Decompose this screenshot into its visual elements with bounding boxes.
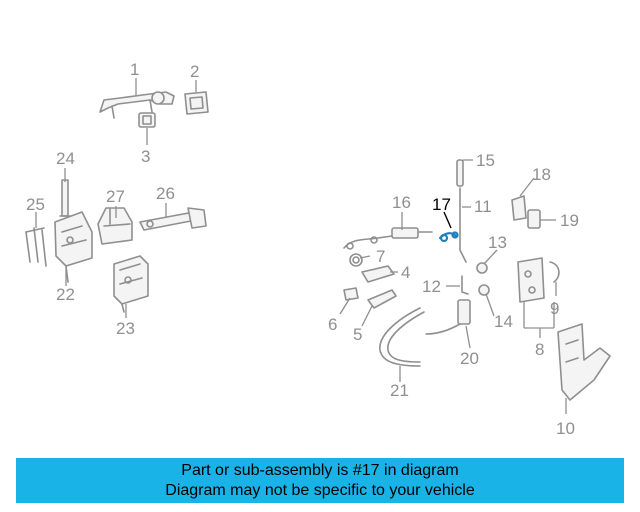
- part-17-highlighted: [438, 231, 459, 243]
- callout-26: 26: [156, 184, 175, 203]
- banner-line-1: Part or sub-assembly is #17 in diagram: [181, 462, 459, 479]
- part-2-bezel: [184, 91, 209, 115]
- part-13-grommet: [476, 262, 488, 274]
- part-9-hook: [549, 261, 560, 283]
- callout-9: 9: [550, 299, 559, 318]
- parts-diagram: 1 2 3 4 5 6 7 8 9 10 11 12 13 14 15 16 1…: [25, 60, 611, 438]
- part-4-cover: [361, 265, 395, 283]
- banner-line-2: Diagram may not be specific to your vehi…: [165, 482, 475, 499]
- callout-20: 20: [460, 349, 479, 368]
- callout-27: 27: [106, 187, 125, 206]
- callout-1: 1: [130, 60, 139, 79]
- part-5-handle: [367, 289, 397, 309]
- callout-5: 5: [353, 325, 362, 344]
- part-23-hinge-block: [113, 255, 149, 313]
- leader-lines: [35, 78, 567, 414]
- callout-23: 23: [116, 319, 135, 338]
- part-6-clip: [343, 287, 359, 301]
- part-7-spring: [349, 253, 363, 267]
- part-1-outside-handle: [99, 91, 175, 119]
- callout-4: 4: [401, 263, 410, 282]
- part-10-panel: [557, 323, 611, 401]
- callout-2: 2: [190, 62, 199, 81]
- callout-14: 14: [494, 312, 513, 331]
- callout-12: 12: [422, 277, 441, 296]
- callout-3: 3: [141, 147, 150, 166]
- callout-21: 21: [390, 381, 409, 400]
- callout-11: 11: [474, 197, 492, 216]
- part-22-hinge-plate: [54, 211, 93, 283]
- part-11-rod: [459, 187, 467, 263]
- callout-18: 18: [532, 165, 551, 184]
- part-18-latch: [511, 195, 527, 221]
- callout-10: 10: [556, 419, 575, 438]
- callout-17: 17: [432, 195, 451, 214]
- part-14-bushing: [478, 284, 490, 296]
- part-15-cylinder: [456, 159, 464, 187]
- callout-19: 19: [560, 211, 579, 230]
- callout-labels: 1 2 3 4 5 6 7 8 9 10 11 12 13 14 15 16 1…: [26, 60, 579, 438]
- callout-24: 24: [56, 149, 75, 168]
- callout-25: 25: [26, 195, 45, 214]
- part-16-cable: [343, 227, 433, 250]
- part-24-rod: [59, 179, 71, 217]
- part-12-pin: [461, 275, 469, 295]
- part-26-check-strap: [139, 207, 207, 231]
- part-20-actuator: [425, 299, 471, 335]
- info-banner: Part or sub-assembly is #17 in diagram D…: [16, 458, 624, 503]
- part-25-clips: [25, 227, 47, 267]
- callout-16: 16: [392, 193, 411, 212]
- callout-8: 8: [535, 340, 544, 359]
- part-19-block: [527, 209, 541, 229]
- part-21-seal: [379, 307, 425, 367]
- part-27-hinge: [97, 207, 133, 245]
- part-8-lock-assembly: [517, 257, 545, 303]
- callout-22: 22: [56, 285, 75, 304]
- callout-13: 13: [488, 233, 507, 252]
- callout-6: 6: [328, 315, 337, 334]
- part-3-gasket: [138, 112, 156, 128]
- callout-15: 15: [476, 151, 495, 170]
- callout-7: 7: [376, 247, 385, 266]
